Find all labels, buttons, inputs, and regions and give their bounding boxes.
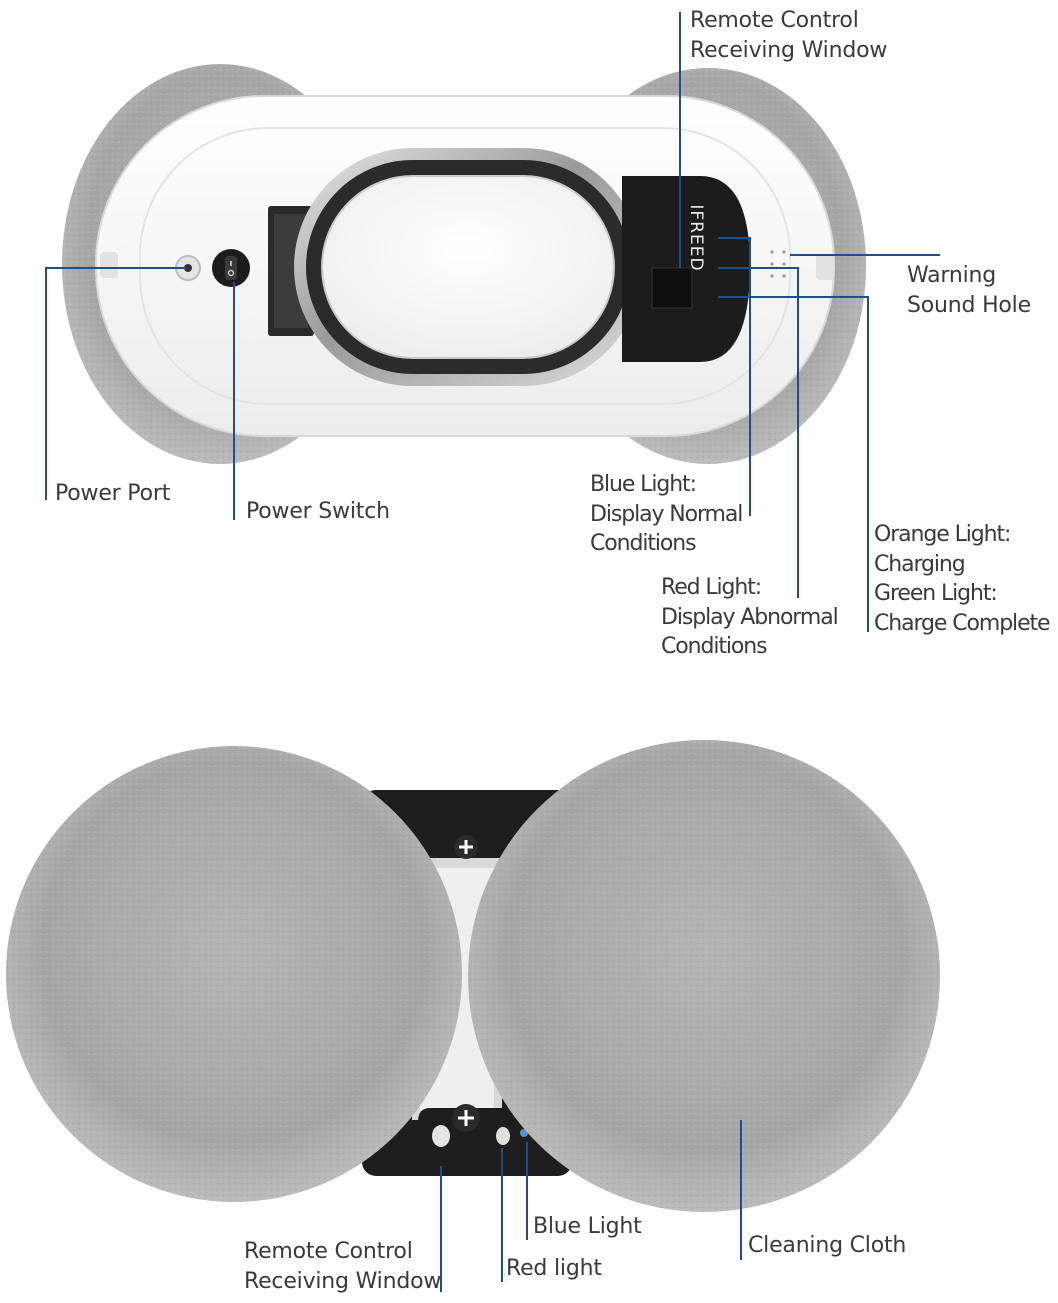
receiver-window [651,267,693,309]
center-window [321,175,615,359]
label-warning-hole: Warning Sound Hole [907,263,1031,318]
label-orange-green-light: Orange Light: Charging Green Light: Char… [874,522,1051,636]
bottom-leader-lines [440,1120,742,1292]
label-power-switch: Power Switch [246,499,390,524]
brand-logo-text: IFREED [686,204,706,272]
bottom-red-light [496,1127,510,1145]
leader-power-port [45,267,186,500]
label-red-light: Red Light: Display Abnormal Conditions [661,575,839,659]
label-bottom-red-light: Red light [506,1256,602,1281]
leader-red-light [718,267,799,598]
label-power-port: Power Port [55,481,171,506]
leader-blue-light [718,237,751,516]
label-bottom-blue-light: Blue Light [533,1214,642,1239]
label-blue-light: Blue Light: Display Normal Conditions [590,472,743,556]
top-view-robot [62,64,866,464]
bottom-view-robot [6,740,940,1212]
leader-orange-light [718,296,869,632]
top-leader-lines [45,12,940,632]
label-remote-window: Remote Control Receiving Window [690,8,888,63]
bottom-remote-window [432,1125,450,1147]
label-cleaning-cloth: Cleaning Cloth [748,1233,907,1258]
bottom-blue-light [520,1129,528,1137]
label-bottom-remote-window: Remote Control Receiving Window [244,1239,442,1294]
sound-holes [770,250,786,278]
